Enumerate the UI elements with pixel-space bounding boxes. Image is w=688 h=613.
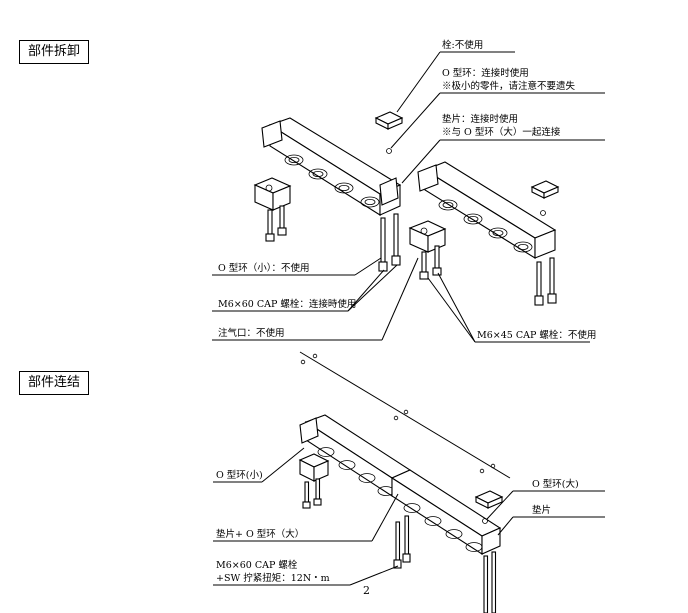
label-plug: 栓:不使用 (442, 39, 483, 51)
connection-axis-line (299, 351, 511, 479)
bottom-diagram: O 型环(小) O 型环(大) 垫片 垫片+ O 型环（大） M6×60 CAP… (213, 351, 605, 613)
label-m6x45: M6×45 CAP 螺栓：不使用 (477, 329, 596, 341)
bolts-left-block (265, 205, 287, 242)
label-torque-b: +SW 拧紧扭矩：12N・m (216, 572, 330, 584)
section-title-disassembly: 部件拆卸 (19, 40, 90, 64)
top-callout-labels: 栓:不使用 O 型环：连接时使用 ※极小的零件，请注意不要遗失 垫片：连接时使用… (218, 39, 596, 341)
label-bolt-b: M6×60 CAP 螺栓 (216, 559, 298, 571)
label-m6x60: M6×60 CAP 螺栓：连接時使用 (218, 298, 356, 310)
bolts-m6x45 (534, 257, 557, 306)
label-gasket-b: 垫片 (532, 504, 551, 516)
label-gasket-oring-b: 垫片+ O 型环（大） (216, 528, 304, 540)
left-manifold-block (261, 117, 402, 216)
label-oring-small: O 型环（小）：不使用 (218, 262, 310, 274)
connected-plug (474, 490, 504, 524)
bottom-callout-labels: O 型环(小) O 型环(大) 垫片 垫片+ O 型环（大） M6×60 CAP… (216, 470, 579, 584)
top-diagram: 栓:不使用 O 型环：连接时使用 ※极小的零件，请注意不要遗失 垫片：连接时使用… (212, 39, 605, 343)
label-gasket-use: 垫片：连接时使用 (442, 113, 518, 125)
label-oring-note: ※极小的零件，请注意不要遗失 (442, 80, 576, 92)
connected-manifold-right (390, 469, 502, 613)
inlet-block-left (253, 177, 292, 211)
label-inlet: 注气口：不使用 (218, 327, 285, 339)
plug-parts (374, 111, 560, 216)
label-gasket-note: ※与 O 型环（大）一起连接 (442, 126, 561, 138)
connected-bolts (393, 515, 411, 569)
label-oring-large-b: O 型环(大) (532, 478, 579, 490)
connected-manifold-left (298, 414, 412, 509)
bottom-leader-lines (213, 447, 605, 586)
inlet-block-right (408, 220, 447, 280)
section-title-connection: 部件连结 (19, 371, 90, 395)
page-number: 2 (363, 584, 370, 597)
top-leader-lines (212, 51, 605, 343)
label-oring-use: O 型环：连接时使用 (442, 67, 529, 79)
bolts-m6x60 (378, 213, 401, 272)
label-oring-small-b: O 型环(小) (216, 470, 263, 481)
right-manifold-block (417, 161, 557, 259)
